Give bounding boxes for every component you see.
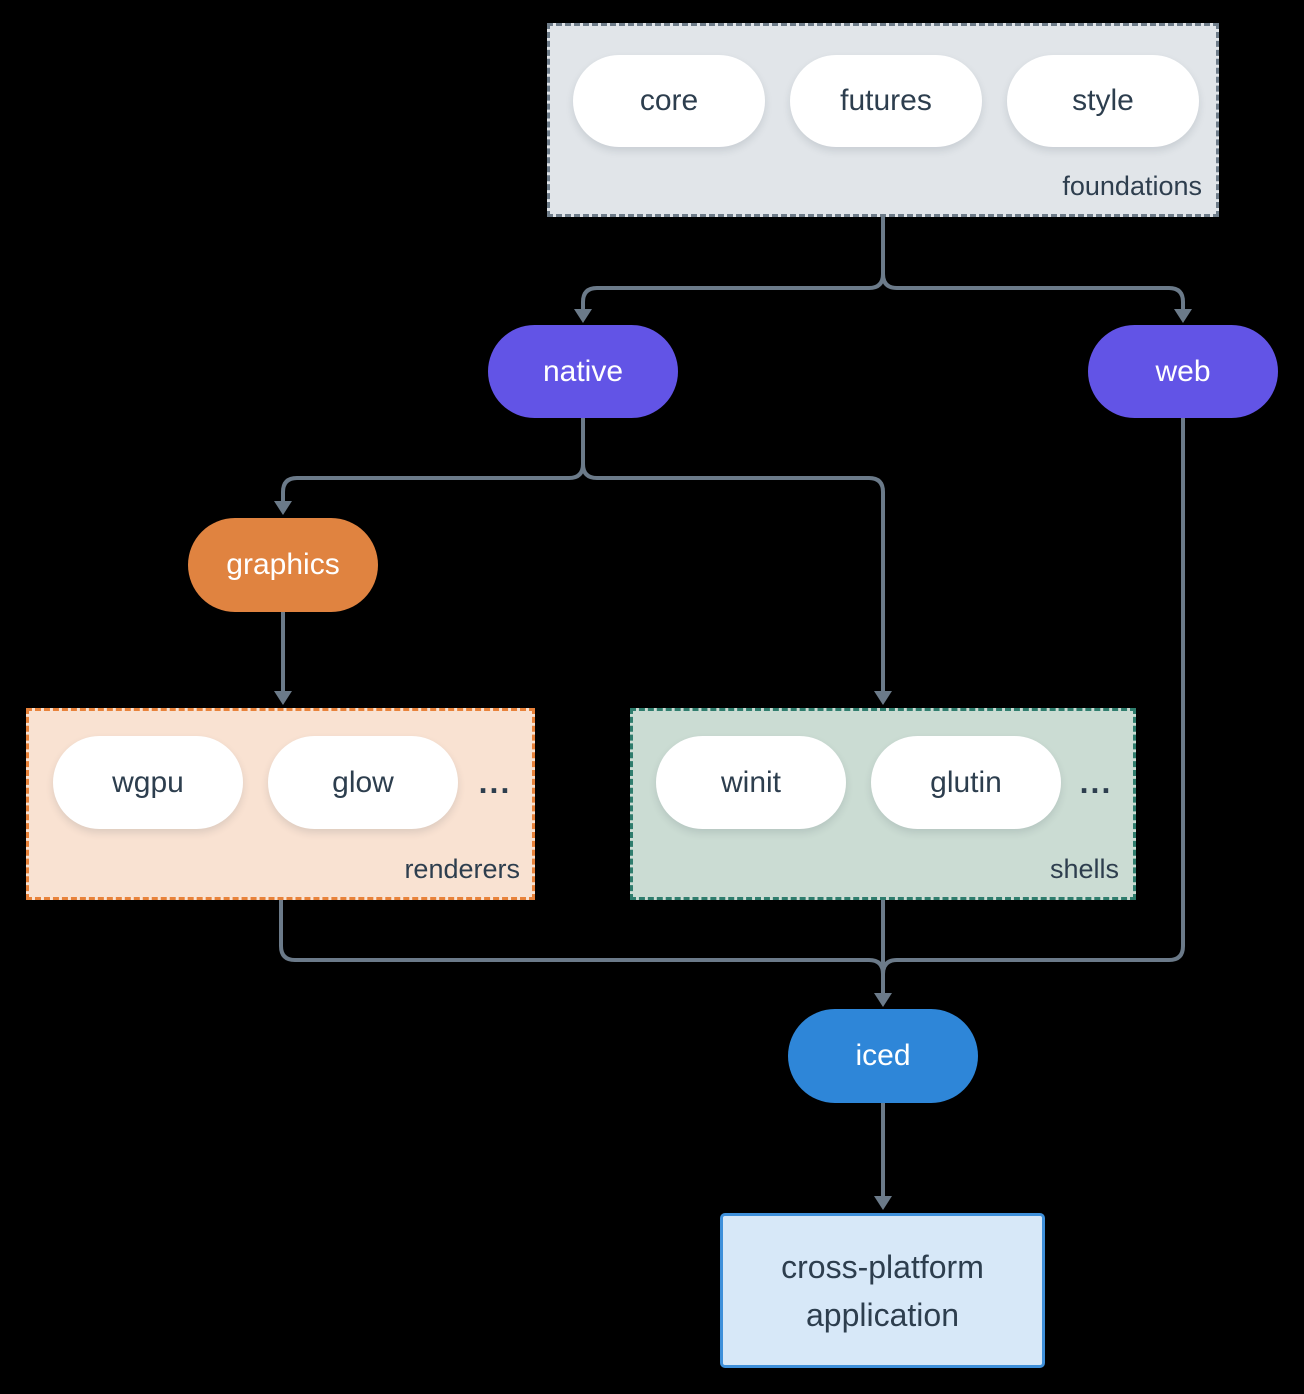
arrowhead-application	[874, 1196, 892, 1210]
arrowhead-shells	[874, 691, 892, 705]
pill-wgpu: wgpu	[53, 736, 243, 829]
node-iced-label: iced	[855, 1039, 911, 1072]
group-renderers: wgpu glow ... renderers	[26, 708, 535, 900]
pill-style-label: style	[1072, 84, 1134, 117]
node-graphics-label: graphics	[226, 548, 340, 581]
node-application: cross-platform application	[720, 1213, 1045, 1368]
edge-native-graphics	[281, 463, 585, 501]
arrowhead-renderers	[274, 691, 292, 705]
arrowhead-native	[574, 309, 592, 323]
arrowhead-iced	[874, 993, 892, 1007]
arrowhead-graphics	[274, 501, 292, 515]
pill-core-label: core	[639, 84, 699, 117]
group-shells-label: shells	[1049, 854, 1119, 884]
pill-glutin: glutin	[871, 736, 1061, 829]
edge-renderers-iced	[279, 900, 885, 975]
group-renderers-label: renderers	[404, 854, 520, 884]
node-application-label: cross-platform application	[781, 1248, 984, 1333]
pill-glow-label: glow	[332, 765, 394, 799]
group-foundations: core futures style foundations	[547, 23, 1219, 217]
renderers-ellipsis: ...	[478, 764, 512, 800]
pill-futures: futures	[790, 55, 982, 147]
pill-core: core	[573, 55, 765, 147]
node-web-label: web	[1155, 354, 1211, 388]
node-iced: iced	[788, 1009, 978, 1103]
edge-foundations-web	[881, 273, 1185, 309]
pill-glow: glow	[268, 736, 458, 829]
pill-futures-label: futures	[840, 84, 932, 117]
pill-glutin-label: glutin	[930, 765, 1002, 799]
pill-style: style	[1007, 55, 1199, 147]
node-native: native	[488, 325, 678, 418]
pill-winit-label: winit	[720, 765, 781, 799]
node-web: web	[1088, 325, 1278, 418]
edge-foundations-native	[581, 273, 885, 309]
pill-winit: winit	[656, 736, 846, 829]
group-shells: winit glutin ... shells	[630, 708, 1136, 900]
edge-native-shells	[581, 463, 885, 691]
node-native-label: native	[542, 354, 624, 388]
arrowhead-web	[1174, 309, 1192, 323]
shells-ellipsis: ...	[1079, 764, 1113, 800]
group-foundations-label: foundations	[1062, 171, 1202, 201]
node-graphics: graphics	[188, 518, 378, 612]
pill-wgpu-label: wgpu	[112, 765, 184, 799]
